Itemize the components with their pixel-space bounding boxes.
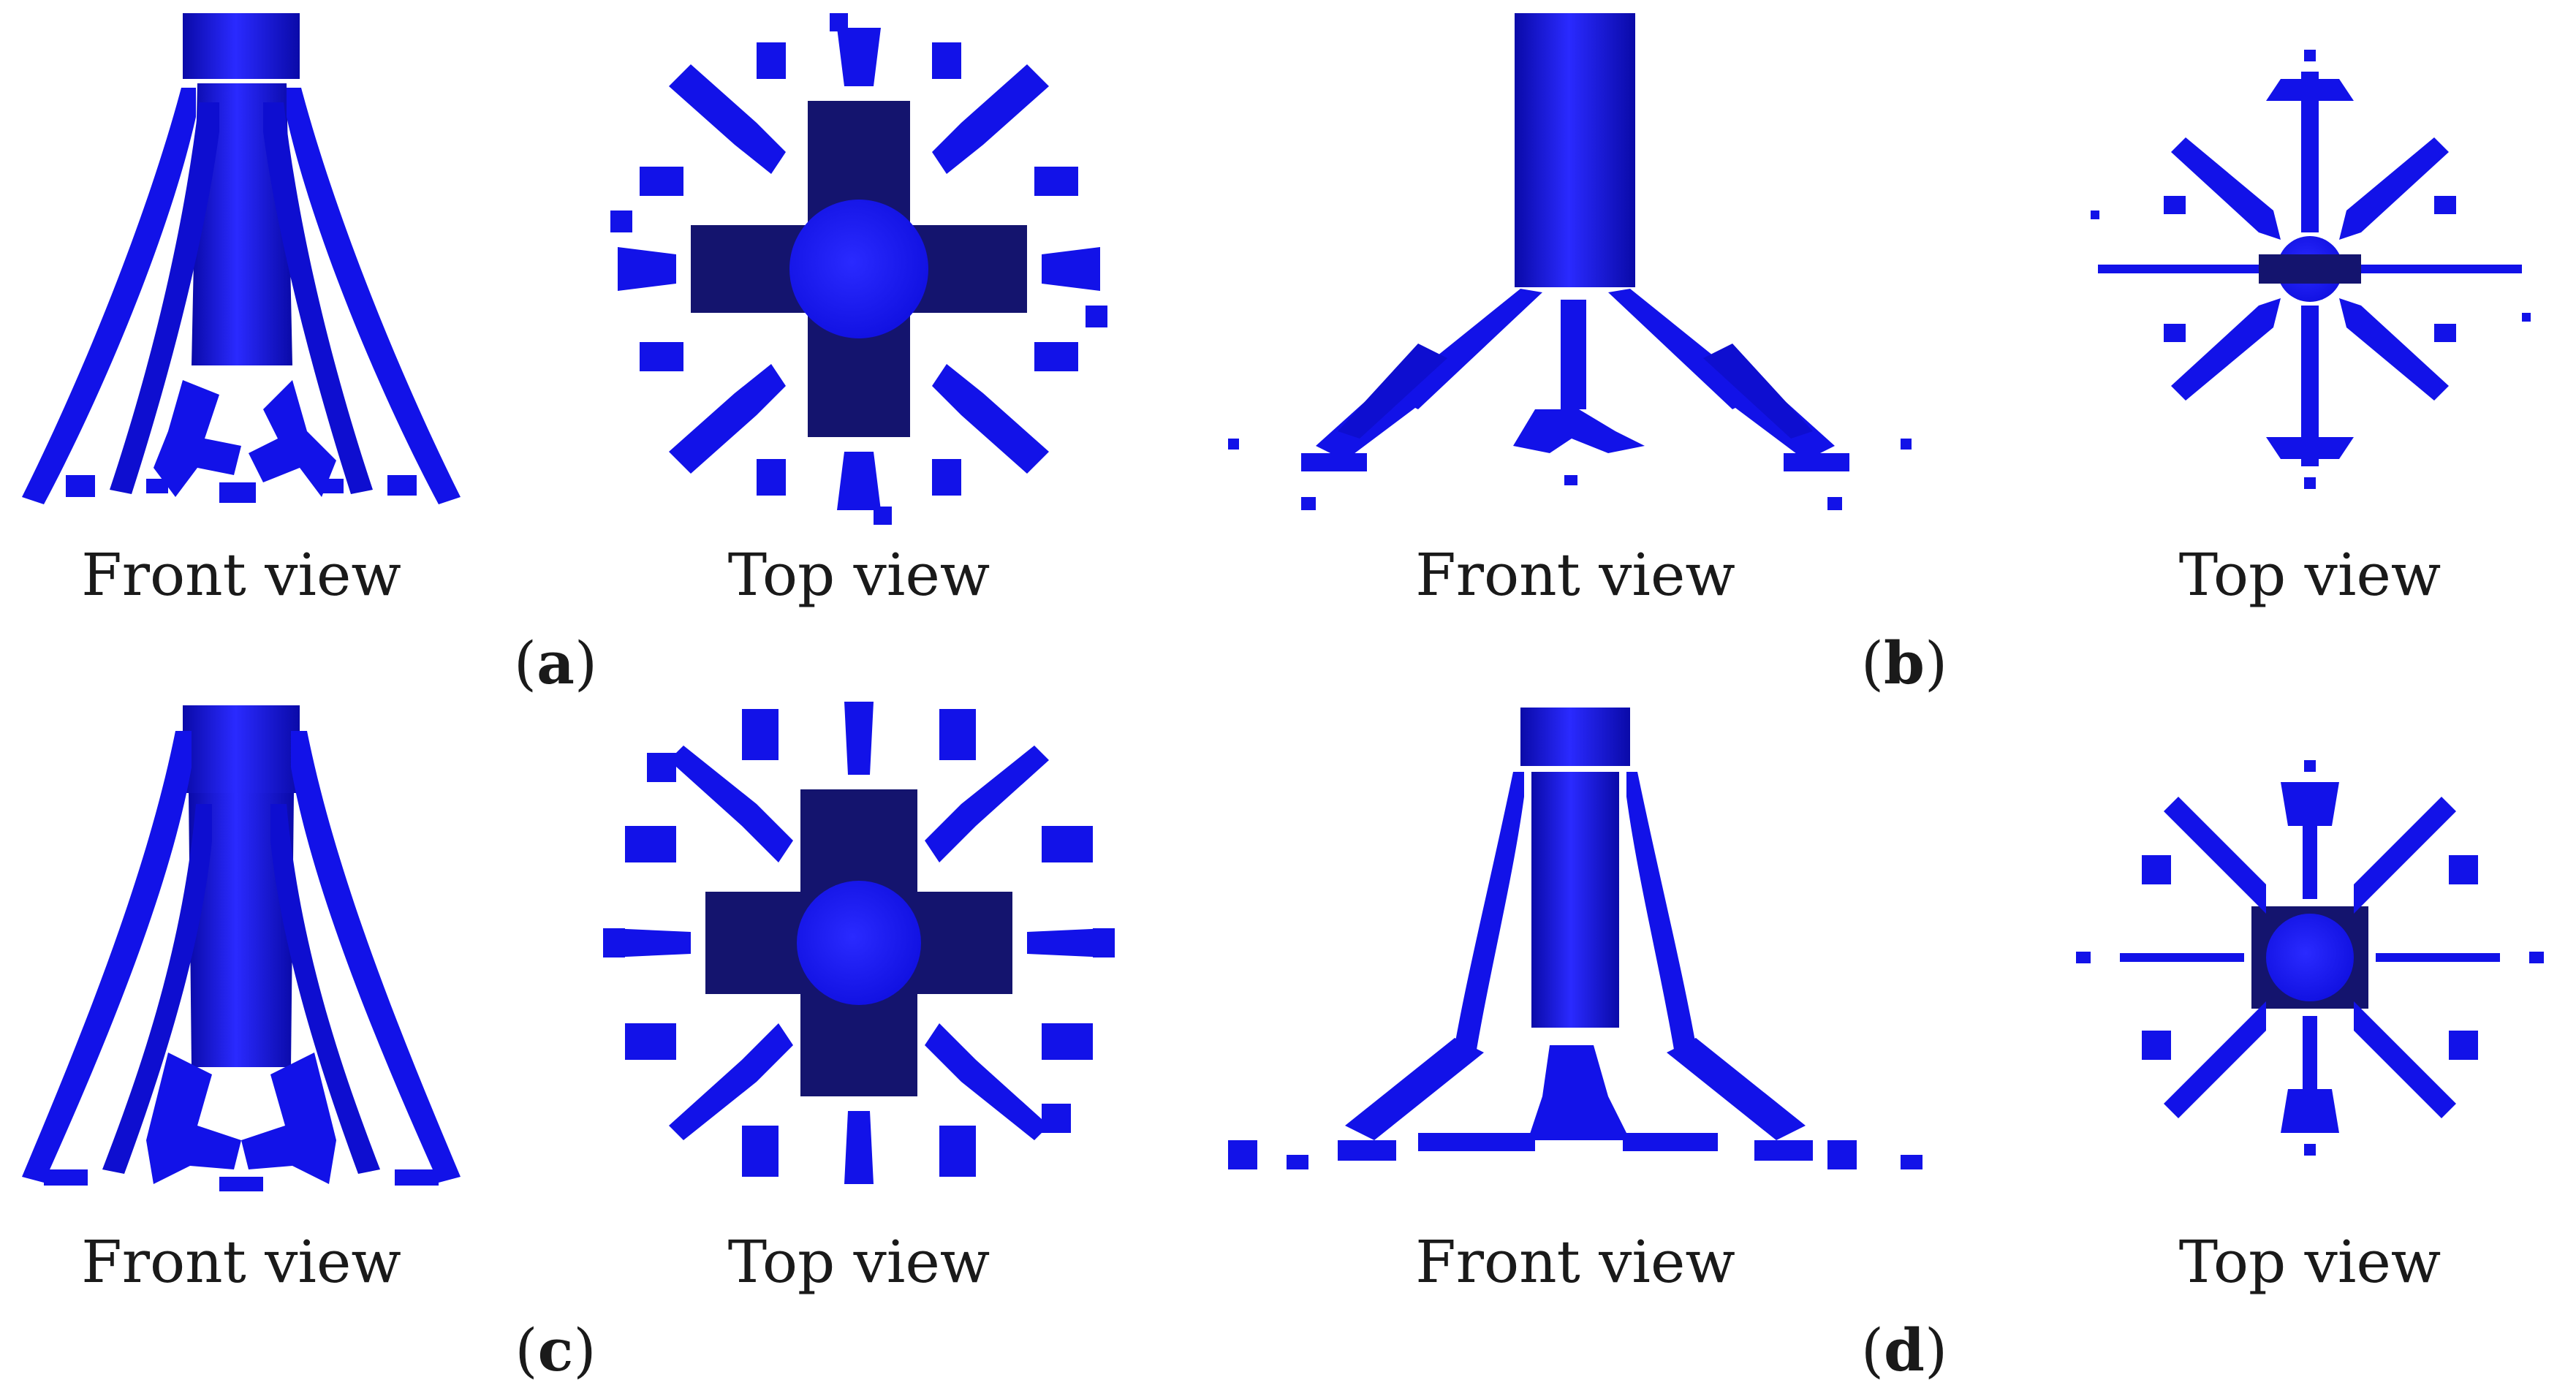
caption-a-front: Front view	[81, 541, 401, 609]
caption-c-top: Top view	[727, 1228, 990, 1296]
panel-d-top-view	[2076, 760, 2544, 1156]
panel-a-top-view	[610, 13, 1107, 525]
caption-c-front: Front view	[81, 1228, 401, 1296]
caption-d-front: Front view	[1415, 1228, 1735, 1296]
panel-c-front-view	[22, 705, 461, 1191]
panel-c-top-view	[603, 702, 1115, 1184]
panel-label-c: (c)	[515, 1316, 596, 1384]
caption-b-front: Front view	[1415, 541, 1735, 609]
panel-d-front-view	[1228, 708, 1922, 1169]
panel-label-a: (a)	[513, 629, 598, 697]
panel-b-front-view	[1228, 13, 1912, 510]
caption-d-top: Top view	[2178, 1228, 2441, 1296]
caption-a-top: Top view	[727, 541, 990, 609]
panel-b-top-view	[2091, 50, 2531, 489]
panel-label-b: (b)	[1860, 629, 1948, 697]
caption-b-top: Top view	[2178, 541, 2441, 609]
panel-a-front-view	[22, 13, 461, 504]
panel-label-d: (d)	[1860, 1316, 1948, 1384]
